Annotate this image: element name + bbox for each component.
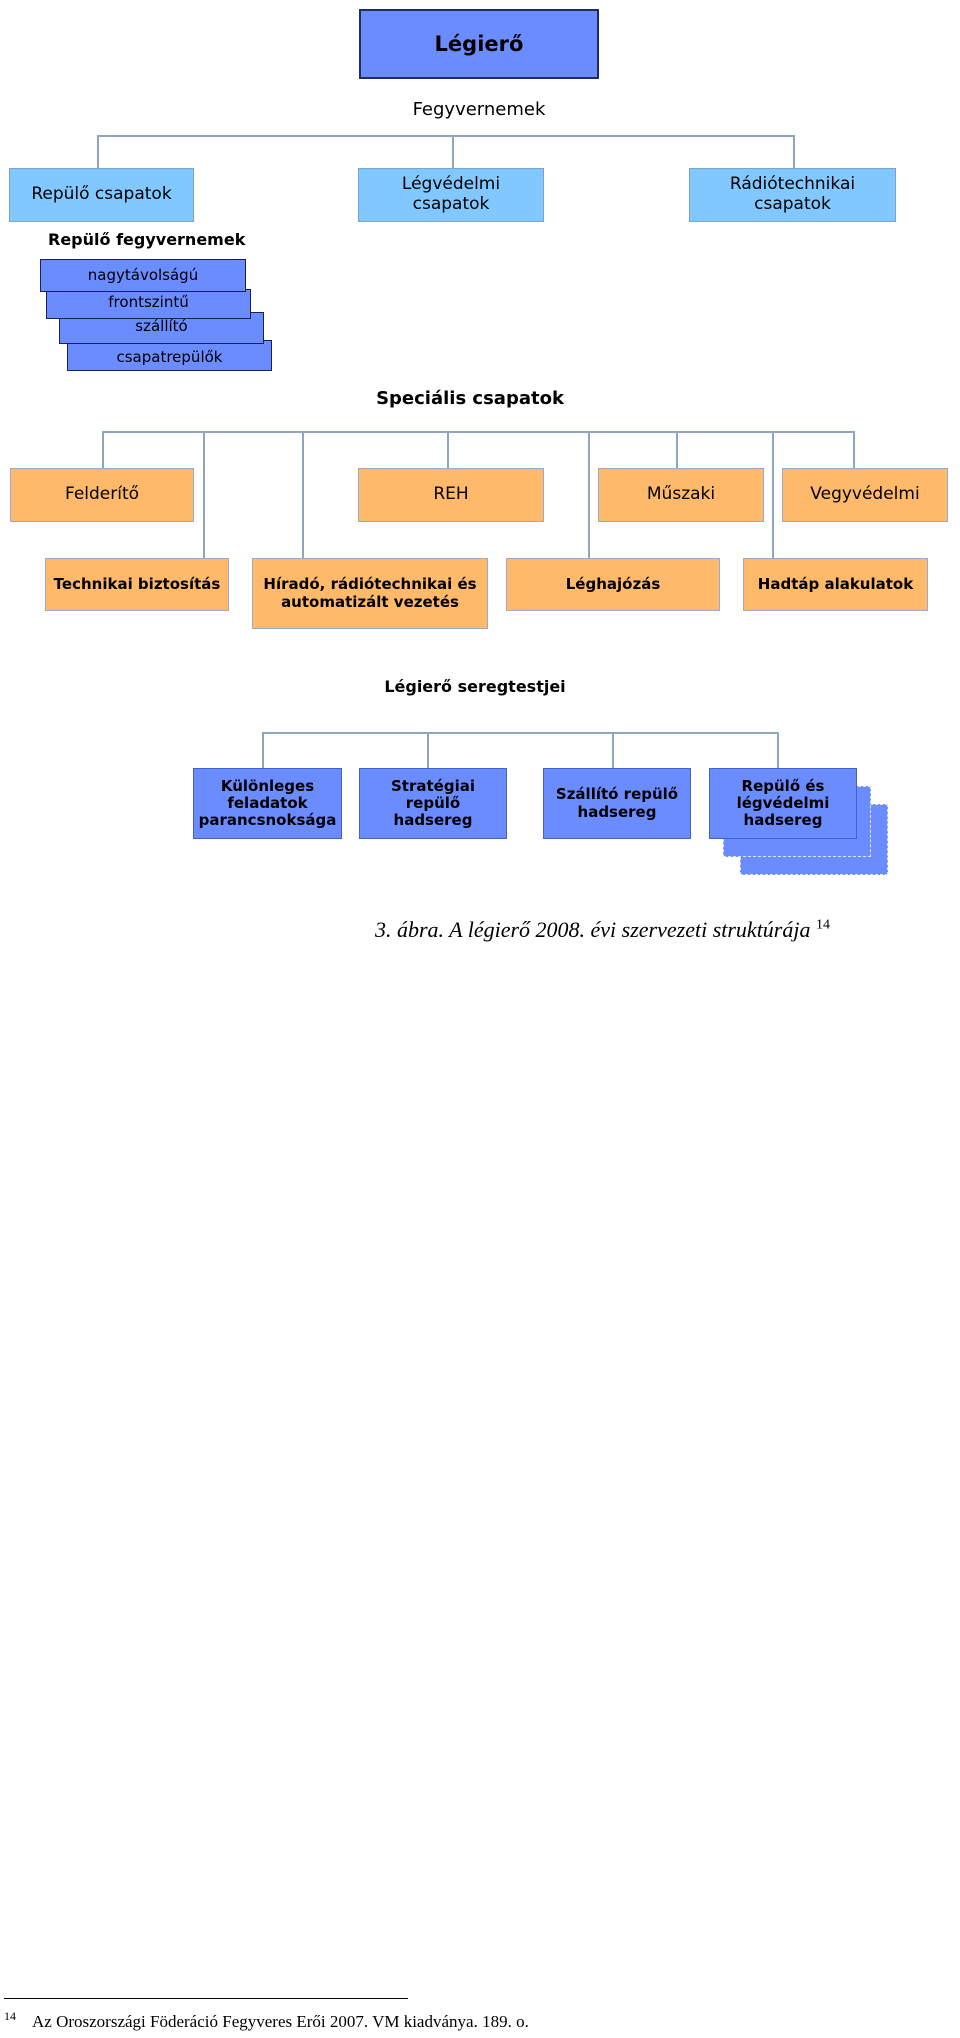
repulo-fegyvernemek-heading: Repülő fegyvernemek xyxy=(48,230,246,249)
specialis-connector-reh xyxy=(447,431,449,468)
node-hirado: Híradó, rádiótechnikai és automatizált v… xyxy=(252,558,488,629)
root-node-legiero: Légierő xyxy=(359,9,599,79)
specialis-connector-vegyvedelmi xyxy=(853,431,855,468)
specialis-connector-felderito xyxy=(102,431,104,468)
specialis-connector-technikai xyxy=(203,431,205,558)
footnote-text: Az Oroszországi Föderáció Fegyveres Erői… xyxy=(32,2012,529,2031)
fegyvernemek-connector-bar xyxy=(97,135,795,137)
specialis-connector-hirado xyxy=(302,431,304,558)
node-leghajozas: Léghajózás xyxy=(506,558,720,611)
seregtestjei-connector-bar xyxy=(262,732,779,734)
node-radiotechnikai-csapatok: Rádiótechnikai csapatok xyxy=(689,168,896,222)
node-hadtap-alakulatok: Hadtáp alakulatok xyxy=(743,558,928,611)
root-node-label: Légierő xyxy=(434,31,524,56)
node-legvedelmi-csapatok: Légvédelmi csapatok xyxy=(358,168,544,222)
fegyvernemek-connector-2 xyxy=(452,135,454,168)
stack-item-frontszintu: frontszintű xyxy=(46,289,251,319)
fegyvernemek-connector-1 xyxy=(97,135,99,168)
seregtestjei-connector-2 xyxy=(427,732,429,768)
node-strategiai-hadsereg: Stratégiai repülő hadsereg xyxy=(359,768,507,839)
figure-caption-ref: 14 xyxy=(815,917,830,933)
stack-item-csapatrepulok: csapatrepülők xyxy=(67,340,272,371)
specialis-connector-bar xyxy=(102,431,855,433)
seregtestjei-connector-4 xyxy=(777,732,779,768)
specialis-connector-muszaki xyxy=(676,431,678,468)
stack-item-nagytavolsagu: nagytávolságú xyxy=(40,259,246,292)
specialis-connector-leghajozas xyxy=(588,431,590,558)
node-felderito: Felderítő xyxy=(10,468,194,522)
footnote-number: 14 xyxy=(4,2009,16,2023)
seregtestjei-heading: Légierő seregtestjei xyxy=(384,677,566,696)
node-technikai-biztositas: Technikai biztosítás xyxy=(45,558,229,611)
node-szallito-hadsereg: Szállító repülő hadsereg xyxy=(543,768,691,839)
footnote-rule xyxy=(4,1998,408,1999)
node-vegyvedelmi: Vegyvédelmi xyxy=(782,468,948,522)
figure-caption-text: 3. ábra. A légierő 2008. évi szervezeti … xyxy=(375,917,811,942)
node-repulo-legvedelmi-hadsereg: Repülő és légvédelmi hadsereg xyxy=(709,768,857,839)
seregtestjei-connector-1 xyxy=(262,732,264,768)
specialis-connector-hadtap xyxy=(772,431,774,558)
fegyvernemek-connector-3 xyxy=(793,135,795,168)
figure-caption: 3. ábra. A légierő 2008. évi szervezeti … xyxy=(375,917,830,943)
node-kulonleges-feladatok: Különleges feladatok parancsnoksága xyxy=(193,768,342,839)
node-repulo-csapatok: Repülő csapatok xyxy=(9,168,194,222)
fegyvernemek-heading: Fegyvernemek xyxy=(412,99,546,120)
node-reh: REH xyxy=(358,468,544,522)
specialis-heading: Speciális csapatok xyxy=(376,388,564,409)
node-muszaki: Műszaki xyxy=(598,468,764,522)
seregtestjei-connector-3 xyxy=(612,732,614,768)
